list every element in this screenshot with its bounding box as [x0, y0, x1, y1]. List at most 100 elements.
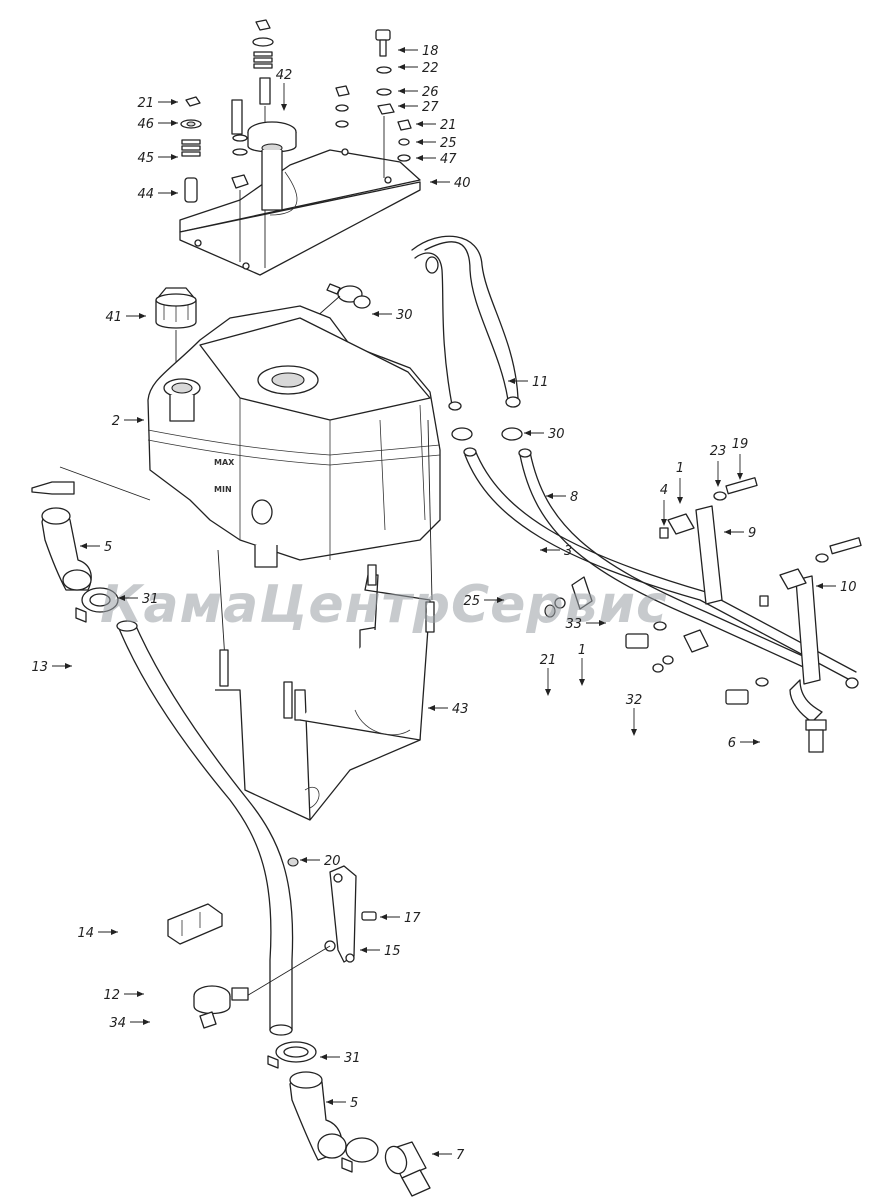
callout-number: 31 — [142, 592, 159, 607]
callout-31: 31 — [118, 592, 159, 607]
callout-1: 1 — [676, 461, 684, 504]
callout-arrowhead — [360, 947, 367, 953]
callout-arrowhead — [320, 1054, 327, 1060]
callout-2: 2 — [112, 414, 144, 429]
callout-number: 30 — [548, 427, 565, 442]
callout-number: 45 — [137, 151, 154, 166]
callout-arrowhead — [416, 121, 423, 127]
callout-arrowhead — [143, 1019, 150, 1025]
hose-clamp-31-bottom — [267, 1041, 317, 1069]
callout-number: 41 — [105, 310, 122, 325]
bracket-15 — [239, 857, 377, 1001]
callout-15: 15 — [360, 944, 401, 959]
callout-arrowhead — [508, 378, 515, 384]
expansion-tank-2: MAX MIN — [147, 305, 441, 568]
callout-arrowhead — [326, 1099, 333, 1105]
callout-arrowhead — [80, 543, 87, 549]
callout-arrowhead — [545, 689, 551, 696]
callout-number: 21 — [540, 653, 557, 668]
fitting-7 — [384, 1141, 431, 1197]
hose-11 — [411, 235, 521, 411]
hardware-stack-left — [180, 96, 202, 203]
callout-11: 11 — [508, 375, 549, 390]
callout-number: 31 — [344, 1051, 361, 1066]
callout-number: 44 — [137, 187, 154, 202]
callout-45: 45 — [137, 151, 178, 166]
callout-number: 5 — [104, 540, 112, 555]
callout-arrowhead — [137, 417, 144, 423]
callout-arrowhead — [428, 705, 435, 711]
callout-25: 25 — [416, 136, 457, 151]
callout-21: 21 — [137, 96, 178, 111]
callout-9: 9 — [724, 526, 756, 541]
callout-4: 4 — [660, 483, 668, 526]
callout-25: 25 — [463, 594, 504, 609]
elbow-hose-5-top — [31, 481, 92, 591]
callout-arrowhead — [398, 64, 405, 70]
callout-number: 7 — [456, 1148, 465, 1163]
elbow-hose-5-bottom — [289, 1071, 379, 1173]
hose-clamp-30-lower — [451, 427, 523, 441]
callout-number: 15 — [384, 944, 401, 959]
filler-cap-42 — [247, 121, 297, 211]
callout-number: 25 — [440, 136, 457, 151]
callout-10: 10 — [816, 580, 857, 595]
callout-21: 21 — [416, 118, 457, 133]
coolant-pipes-3-8 — [463, 447, 859, 723]
callout-arrowhead — [281, 104, 287, 111]
callout-14: 14 — [77, 926, 118, 941]
callout-31: 31 — [320, 1051, 361, 1066]
callout-number: 17 — [404, 911, 421, 926]
callout-number: 22 — [422, 61, 439, 76]
callout-arrowhead — [171, 190, 178, 196]
callout-5: 5 — [326, 1096, 358, 1111]
callout-number: 18 — [422, 44, 439, 59]
long-hose-13 — [116, 620, 294, 1036]
callout-arrowhead — [737, 473, 743, 480]
callout-number: 23 — [710, 444, 727, 459]
callout-42: 42 — [276, 68, 293, 111]
callout-number: 20 — [324, 854, 341, 869]
callout-13: 13 — [31, 660, 72, 675]
callout-arrowhead — [432, 1151, 439, 1157]
callout-17: 17 — [380, 911, 421, 926]
callout-number: 47 — [440, 152, 457, 167]
callout-arrowhead — [65, 663, 72, 669]
callout-number: 43 — [452, 702, 469, 717]
tank-max-mark: MAX — [214, 458, 235, 467]
callout-number: 34 — [109, 1016, 126, 1031]
callout-arrowhead — [677, 497, 683, 504]
callout-arrowhead — [540, 547, 547, 553]
callout-arrowhead — [430, 179, 437, 185]
callout-arrowhead — [171, 154, 178, 160]
hardware-stack-right — [335, 29, 412, 178]
callout-arrowhead — [416, 139, 423, 145]
callout-arrowhead — [137, 991, 144, 997]
callout-3: 3 — [540, 544, 572, 559]
callout-arrowhead — [546, 493, 553, 499]
tank-min-mark: MIN — [214, 485, 232, 494]
callout-number: 33 — [565, 617, 582, 632]
callout-arrowhead — [398, 88, 405, 94]
callout-30: 30 — [524, 427, 565, 442]
callout-number: 10 — [840, 580, 857, 595]
callout-arrowhead — [398, 47, 405, 53]
callout-27: 27 — [398, 100, 439, 115]
callout-number: 21 — [137, 96, 154, 111]
callout-number: 6 — [728, 736, 736, 751]
callout-21: 21 — [540, 653, 557, 696]
callout-arrowhead — [816, 583, 823, 589]
callout-arrowhead — [139, 313, 146, 319]
callout-33: 33 — [565, 617, 606, 632]
callout-number: 9 — [748, 526, 756, 541]
callout-arrowhead — [118, 595, 125, 601]
callout-arrowhead — [599, 620, 606, 626]
callout-number: 30 — [396, 308, 413, 323]
callout-arrowhead — [497, 597, 504, 603]
callout-number: 42 — [276, 68, 293, 83]
callout-number: 26 — [422, 85, 439, 100]
callout-arrowhead — [724, 529, 731, 535]
watermark-text: КамаЦентрСервис — [100, 575, 668, 635]
